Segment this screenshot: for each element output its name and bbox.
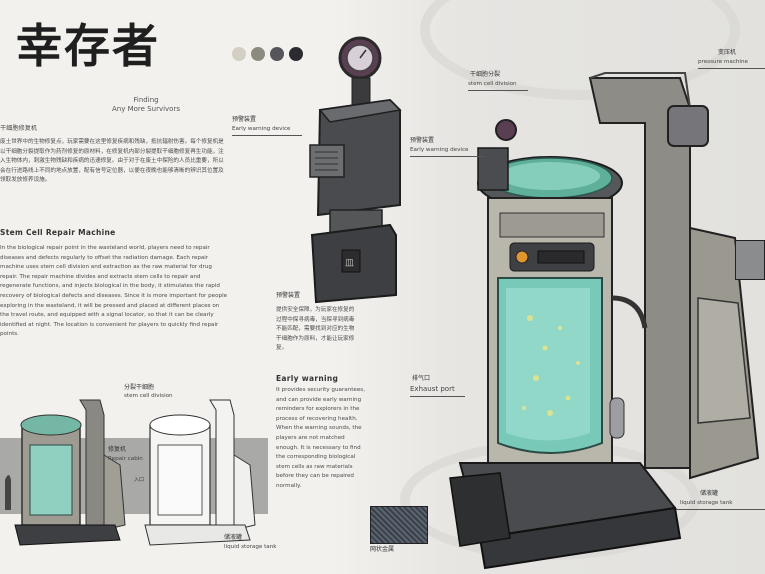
callout-exhaust-en: Exhaust port <box>410 385 455 393</box>
color-swatch-4 <box>289 47 303 61</box>
warning-device-label-en: Early warning device <box>232 126 291 132</box>
intro-heading-en: Stem Cell Repair Machine <box>0 228 116 237</box>
warning-device-illustration: 皿 <box>309 36 402 304</box>
sketch-illustrations <box>5 399 256 546</box>
callout-stem-en: stem cell division <box>468 81 517 87</box>
warning-heading-en: Early warning <box>276 374 339 383</box>
leader-line-exhaust <box>410 396 465 397</box>
warning-body-en: It provides security guarantees, and can… <box>276 387 365 489</box>
leader-line-stem <box>468 90 528 91</box>
sketch-repair-en: Repair cabin <box>108 456 143 462</box>
warning-body-cn: 提供安全保障，为玩家在修复的过程中探寻病毒，当探寻到病毒不能匹配，需要找到对应的… <box>276 307 355 352</box>
page-title: 幸存者 <box>16 19 160 73</box>
mesh-metal-label: 网状金属 <box>370 546 395 553</box>
page-subtitle: Finding Any More Survivors <box>112 96 180 113</box>
leader-line-warn <box>410 156 485 157</box>
intro-heading-cn: 干细胞修复机 <box>0 125 38 132</box>
callout-pressure-en: pressure machine <box>698 59 748 65</box>
leader-line-warning <box>232 135 302 136</box>
intro-body-en: In the biological repair point in the wa… <box>0 245 228 338</box>
callout-warn-cn: 预警装置 <box>410 137 435 144</box>
sketch-tank-cn: 储液罐 <box>224 534 243 541</box>
sketch-stem-en: stem cell division <box>124 393 173 399</box>
color-swatch-1 <box>232 47 246 61</box>
callout-warn-en: Early warning device <box>410 147 469 153</box>
sketch-tank-en: liquid storage tank <box>224 544 277 550</box>
mesh-metal-sample <box>370 506 428 544</box>
metal-texture-sample <box>735 240 765 280</box>
callout-stem-cn: 干细胞分裂 <box>470 71 501 78</box>
sketch-entry-label: 入口 <box>134 477 145 483</box>
repair-machine-illustration <box>449 72 760 570</box>
svg-text:皿: 皿 <box>345 259 354 269</box>
callout-tank-cn: 储液罐 <box>700 490 719 497</box>
color-swatch-3 <box>270 47 284 61</box>
leader-line-tank <box>676 509 765 510</box>
color-palette <box>232 47 303 61</box>
callout-exhaust-cn: 排气口 <box>412 375 431 382</box>
sketch-repair-cn: 修复机 <box>108 446 127 453</box>
leader-line-pressure <box>698 68 765 69</box>
color-swatch-2 <box>251 47 265 61</box>
callout-tank-en: liquid storage tank <box>680 500 733 506</box>
callout-pressure-cn: 变压机 <box>718 49 737 56</box>
sketch-stem-cn: 分裂干细胞 <box>124 384 155 391</box>
intro-body-cn: 废土世界中的生物修复点，玩家需要在这里修复疾病和残缺，抵抗辐射伤害。每个修复机是… <box>0 139 224 184</box>
warning-heading-cn: 预警装置 <box>276 292 301 299</box>
warning-device-label-cn: 预警装置 <box>232 116 257 123</box>
